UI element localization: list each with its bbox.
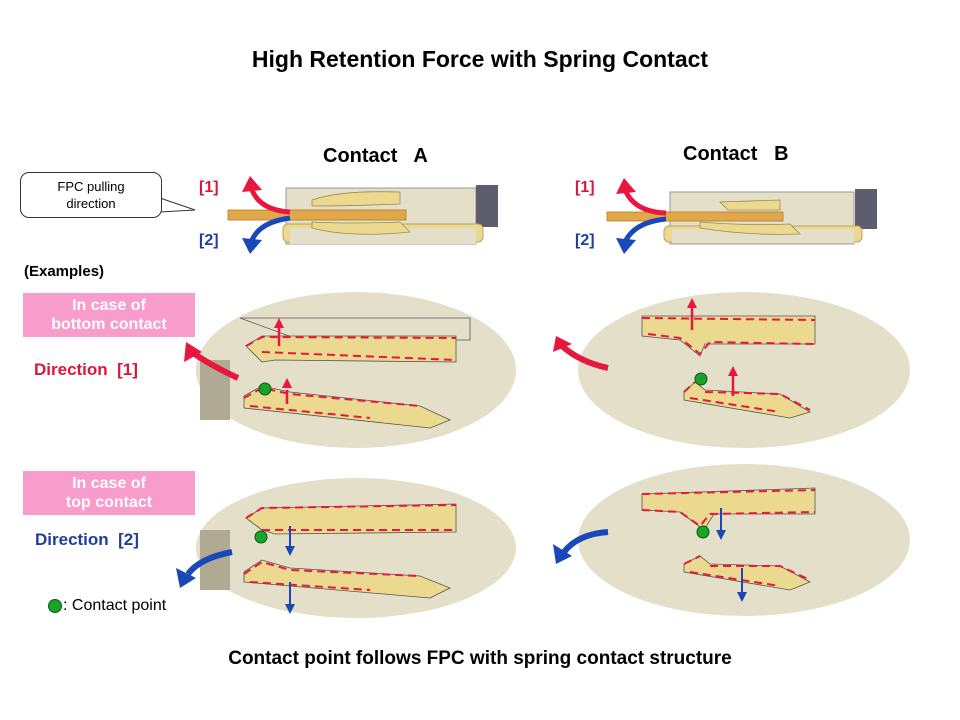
direction-2-label: Direction [2] — [35, 530, 139, 549]
legend-text: : Contact point — [63, 597, 167, 614]
detail-ellipse — [196, 478, 516, 618]
pull-arrow-1-a — [249, 188, 291, 215]
contact-point-icon — [696, 525, 710, 539]
pull-arrow-2-b — [623, 216, 667, 242]
fpc-pulling-callout: FPC pulling direction — [20, 172, 162, 218]
pull-label-1-b: [1] — [575, 179, 595, 196]
pull-arrowhead-1-a — [242, 176, 262, 192]
fpc-b — [606, 211, 784, 222]
fpc-a — [227, 209, 407, 221]
pull-arrow-1-b — [623, 190, 667, 216]
connector-a-actuator — [476, 185, 498, 227]
force-arrow-up — [728, 366, 738, 376]
case-line-2: top contact — [65, 494, 153, 511]
force-arrow-up — [282, 378, 292, 388]
connector-b-lower-spring — [699, 221, 801, 235]
lower-spring — [683, 555, 811, 591]
detail-b-bottom-contact — [578, 292, 910, 448]
contact-point-icon — [48, 599, 62, 613]
force-arrow-down — [285, 546, 295, 556]
upper-spring — [641, 315, 816, 357]
detail-b-top-contact — [578, 464, 910, 616]
pull-arrowhead-2-a — [242, 238, 262, 254]
connector-a-upper-spring — [311, 191, 401, 207]
pull-label-2-a: [2] — [199, 232, 219, 249]
examples-label: (Examples) — [24, 263, 105, 280]
force-arrow-up — [274, 318, 284, 328]
force-arrow-down — [285, 604, 295, 614]
force-arrow-down — [716, 530, 726, 540]
page-title: High Retention Force with Spring Contact — [251, 46, 709, 72]
connector-a-side-view — [227, 185, 498, 245]
detail-ellipse — [196, 292, 516, 448]
case-top-contact-badge: In case of top contact — [23, 471, 195, 515]
connector-b-base-inner — [672, 229, 854, 243]
legend: : Contact point — [48, 597, 166, 615]
contact-point-icon — [694, 372, 708, 386]
callout-line-2: direction — [66, 196, 116, 211]
direction-arrow-2-a — [185, 549, 233, 576]
contact-point-icon — [258, 382, 272, 396]
detail-ellipse — [578, 292, 910, 448]
contact-point-icon — [254, 530, 268, 544]
connector-b-side-view — [606, 189, 877, 245]
direction-arrow-2-b — [561, 529, 609, 554]
force-arrow-up — [687, 298, 697, 308]
case-line-1: In case of — [72, 297, 146, 314]
connector-b-actuator — [855, 189, 877, 229]
contact-b-heading: Contact B — [683, 143, 789, 165]
connector-a-lower-spring — [311, 221, 411, 235]
connector-b-upper-spring — [719, 199, 781, 211]
force-arrow-down — [737, 592, 747, 602]
contact-a-heading: Contact A — [323, 145, 428, 167]
direction-1-label: Direction [1] — [34, 360, 138, 379]
direction-arrow-1-b — [560, 343, 609, 371]
footer-caption: Contact point follows FPC with spring co… — [228, 648, 732, 669]
pull-label-2-b: [2] — [575, 232, 595, 249]
pull-arrow-2-a — [249, 215, 291, 242]
pull-label-1-a: [1] — [199, 179, 219, 196]
detail-a-bottom-contact — [196, 292, 516, 448]
pull-arrowhead-2-b — [616, 238, 636, 254]
detail-a-top-contact — [196, 478, 516, 618]
callout-tail — [159, 197, 196, 213]
case-line-1: In case of — [72, 475, 146, 492]
callout-line-1: FPC pulling — [57, 179, 125, 194]
pull-arrowhead-1-b — [616, 178, 636, 194]
case-bottom-contact-badge: In case of bottom contact — [23, 293, 195, 337]
case-line-2: bottom contact — [51, 316, 167, 333]
